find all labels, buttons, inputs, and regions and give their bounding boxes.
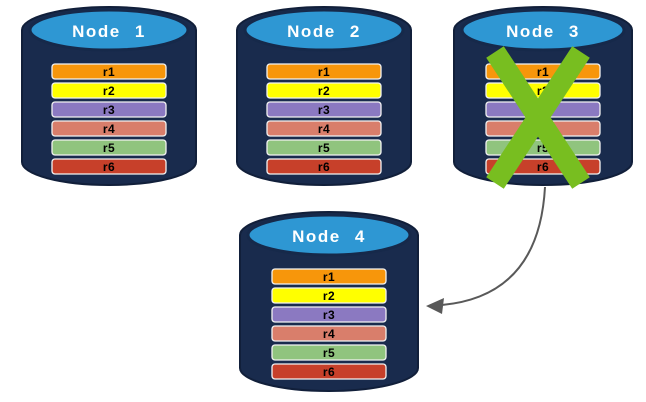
replication-arrow-head [426,298,444,314]
node-3-row-r6-label: r6 [537,160,549,174]
node-3-title: Node 3 [506,22,580,41]
node-1-row-r2 [51,82,167,99]
node-2-row-r1-label: r1 [318,65,330,79]
failure-x-icon [486,46,590,189]
node-2-row-r2-label: r2 [318,84,330,98]
node-4-row-r5 [271,344,387,361]
node-1-row-r2-label: r2 [103,84,115,98]
node-4-row-r5-label: r5 [323,346,335,360]
node-1-cylinder-top [28,8,190,52]
node-4-row-r4-label: r4 [323,327,335,341]
node-1-row-r6-label: r6 [103,160,115,174]
node-2-cylinder-top [243,8,405,52]
node-1-row-r1 [51,63,167,80]
node-4-row-r6-label: r6 [323,365,335,379]
node-4-cylinder-top [246,213,412,257]
node-1-row-r5 [51,139,167,156]
node-2-title: Node 2 [287,22,361,41]
node-4-row-r6 [271,363,387,380]
node-4-title: Node 4 [292,227,366,246]
node-2-row-r5 [266,139,382,156]
node-1-row-r3 [51,101,167,118]
x-stroke-2 [486,46,590,189]
node-2: Node 2 r1 r2 r3 r4 r5 r6 [236,6,412,186]
node-2-row-r6 [266,158,382,175]
node-1-row-r4 [51,120,167,137]
node-3-row-r5-label: r5 [537,141,549,155]
node-1-row-r6 [51,158,167,175]
node-4: Node 4 r1 r2 r3 r4 r5 r6 [239,211,419,392]
node-2-row-r6-label: r6 [318,160,330,174]
node-1-row-r5-label: r5 [103,141,115,155]
node-4-row-r3-label: r3 [323,308,335,322]
node-4-row-r2-label: r2 [323,289,335,303]
node-3-cylinder-top [460,8,626,52]
node-2-row-r5-label: r5 [318,141,330,155]
node-2-row-r1 [266,63,382,80]
node-4-row-r2 [271,287,387,304]
node-1-title: Node 1 [72,22,146,41]
node-2-row-r3-label: r3 [318,103,330,117]
node-2-row-r2 [266,82,382,99]
replication-arrow [426,186,546,314]
node-1: Node 1 r1 r2 r3 r4 r5 r6 [21,6,197,186]
node-1-row-r3-label: r3 [103,103,115,117]
node-2-row-r3 [266,101,382,118]
node-2-row-r4 [266,120,382,137]
node-1-row-r1-label: r1 [103,65,115,79]
node-4-row-r3 [271,306,387,323]
replication-arrow-curve [441,186,546,306]
node-4-row-r1 [271,268,387,285]
node-4-row-r1-label: r1 [323,270,335,284]
node-3-row-r1-label: r1 [537,65,549,79]
node-4-row-r4 [271,325,387,342]
node-3-row-r2-label: r2 [537,84,549,98]
node-2-row-r4-label: r4 [318,122,330,136]
node-1-row-r4-label: r4 [103,122,115,136]
